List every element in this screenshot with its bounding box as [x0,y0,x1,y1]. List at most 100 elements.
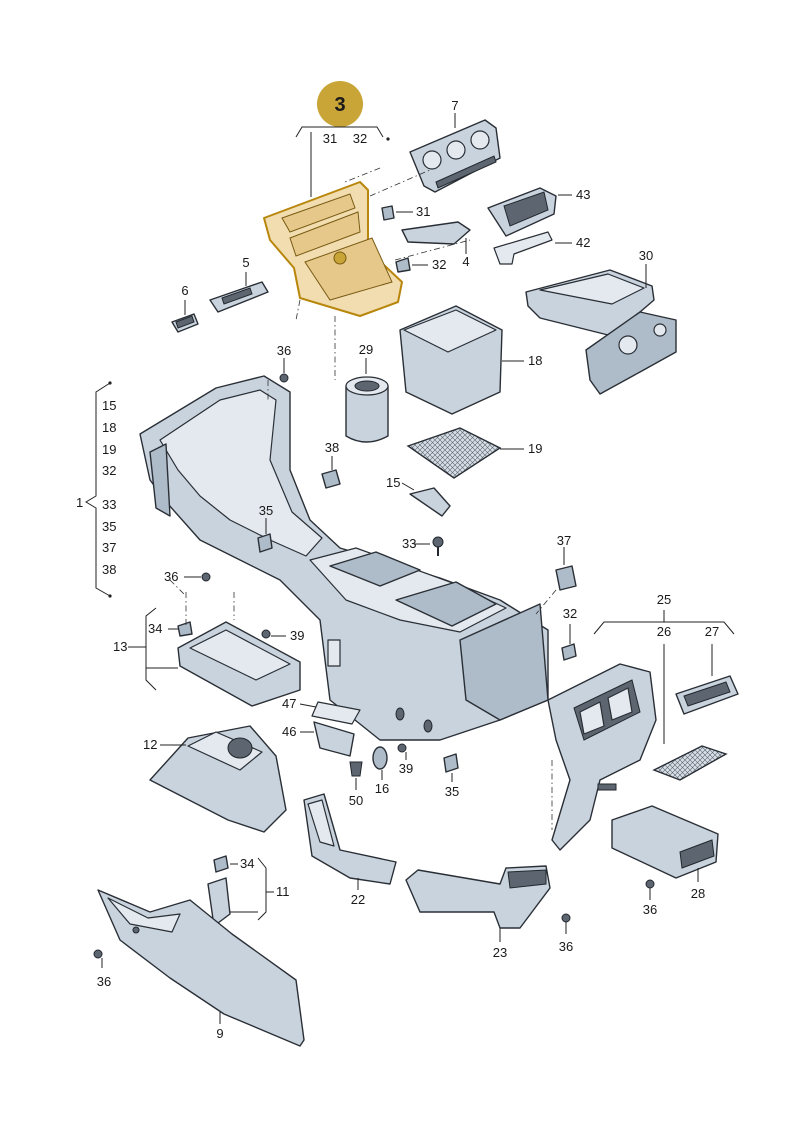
part-37 [555,565,577,591]
label-42: 42 [576,235,590,250]
part-27 [675,675,739,715]
part-6-switch [171,313,199,333]
part-23-air-duct [405,865,551,929]
part-1-center-console [139,375,549,741]
label-39-upper: 39 [290,628,304,643]
part-43 [487,187,557,237]
part-36-screw-mid [201,572,211,582]
label-13: 13 [113,639,127,654]
label-30: 30 [639,248,653,263]
label-36-top: 36 [277,343,291,358]
label-4: 4 [462,254,469,269]
label-43: 43 [576,187,590,202]
part-26-mat [652,745,728,781]
part-28 [611,805,719,879]
label-1: 1 [76,495,83,510]
group-11: 11 34 [207,855,290,927]
part-39-screw-lower [397,743,407,753]
part-31-clip [381,205,395,221]
label-9: 9 [216,1026,223,1041]
part-36-screw-top [279,373,289,383]
label-35-upper: 35 [259,503,273,518]
part-39-screw-upper [261,629,271,639]
list-item-15: 15 [102,398,116,413]
part-19-mat [406,427,502,479]
part-35-clip-upper [257,533,273,553]
part-46 [313,721,355,757]
part-33 [432,536,444,556]
part-15 [409,487,451,517]
list-item-38: 38 [102,562,116,577]
callout-number: 3 [334,94,345,116]
part-36-screw-lower-right [561,913,571,923]
label-5: 5 [242,255,249,270]
list-item-32: 32 [102,463,116,478]
callout-circle [317,81,363,127]
label-50: 50 [349,793,363,808]
part-9-side-trim [97,889,305,1047]
part-34-clip-lower [213,855,229,873]
label-36-mid: 36 [164,569,178,584]
label-32-right: 32 [563,606,577,621]
part-18-storage-box [399,305,503,415]
part-16 [372,746,388,770]
part-12-shifter [149,725,287,833]
part-32-clip-right [561,643,577,661]
part-5-switch [209,281,269,313]
part-35-clip-lower [443,753,459,773]
part-25-rear-vent [547,663,657,851]
label-36-lower-right: 36 [559,939,573,954]
label-31: 31 [416,204,430,219]
label-36-bottom-left: 36 [97,974,111,989]
label-19: 19 [528,441,542,456]
part-30-armrest [525,269,677,395]
label-15: 15 [386,475,400,490]
label-7: 7 [451,98,458,113]
label-18: 18 [528,353,542,368]
label-33: 33 [402,536,416,551]
label-22: 22 [351,892,365,907]
part-36-screw-right [645,879,655,889]
label-28: 28 [691,886,705,901]
callout-sub-31: 31 [323,131,337,146]
list-item-35: 35 [102,519,116,534]
label-39-lower: 39 [399,761,413,776]
list-item-33: 33 [102,497,116,512]
label-38: 38 [325,440,339,455]
label-35-lower: 35 [445,784,459,799]
part-7-bezel [409,119,501,193]
part-36-screw-bottom-left [93,949,103,959]
part-29-cup-holder [345,376,389,443]
part-3-trim-panel [263,181,403,317]
label-16: 16 [375,781,389,796]
label-27: 27 [705,624,719,639]
label-36-right: 36 [643,902,657,917]
label-25: 25 [657,592,671,607]
label-23: 23 [493,945,507,960]
callout-3: 3 31 32 [295,81,390,197]
label-37: 37 [557,533,571,548]
callout-sub-32: 32 [353,131,367,146]
part-38-clip [321,469,341,489]
label-12: 12 [143,737,157,752]
part-42 [493,231,553,265]
list-item-18: 18 [102,420,116,435]
label-32-top: 32 [432,257,446,272]
label-34-lower: 34 [240,856,254,871]
part-13-bracket [177,621,301,707]
label-29: 29 [359,342,373,357]
part-32-clip [395,257,411,273]
group-1-list: 15 18 19 32 33 35 37 38 1 [76,381,116,598]
label-6: 6 [181,283,188,298]
label-26: 26 [657,624,671,639]
list-item-37: 37 [102,540,116,555]
part-4 [401,221,471,245]
label-47: 47 [282,696,296,711]
label-11: 11 [276,884,290,899]
part-47 [311,701,361,725]
label-46: 46 [282,724,296,739]
part-50 [349,761,363,777]
label-34-mid: 34 [148,621,162,636]
part-34-clip-mid [177,621,193,637]
